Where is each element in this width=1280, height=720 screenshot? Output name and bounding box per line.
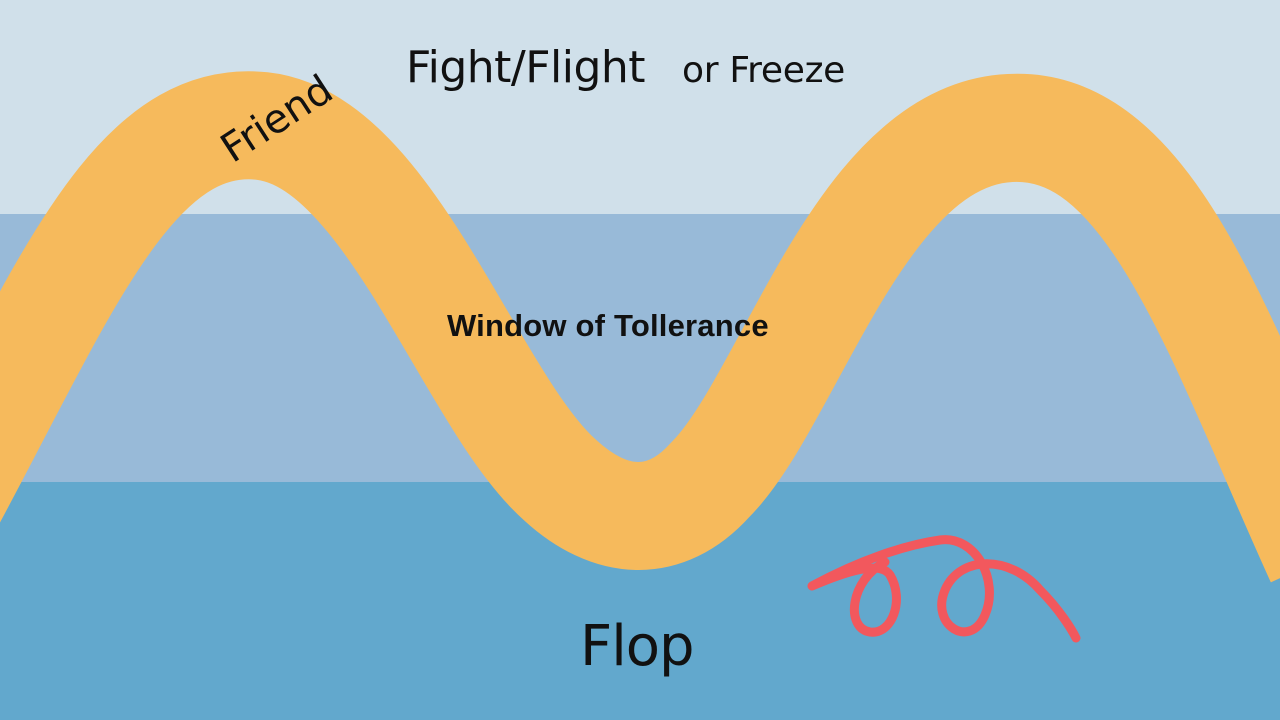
flop-label: Flop: [580, 614, 695, 679]
window-of-tolerance-label: Window of Tollerance: [447, 308, 769, 343]
tolerance-zone: [0, 214, 1280, 482]
fight-flight-label: Fight/Flight: [406, 42, 646, 93]
arousal-wave: [0, 71, 1280, 583]
flop-squiggle: [807, 535, 1081, 643]
freeze-label: or Freeze: [682, 50, 846, 91]
